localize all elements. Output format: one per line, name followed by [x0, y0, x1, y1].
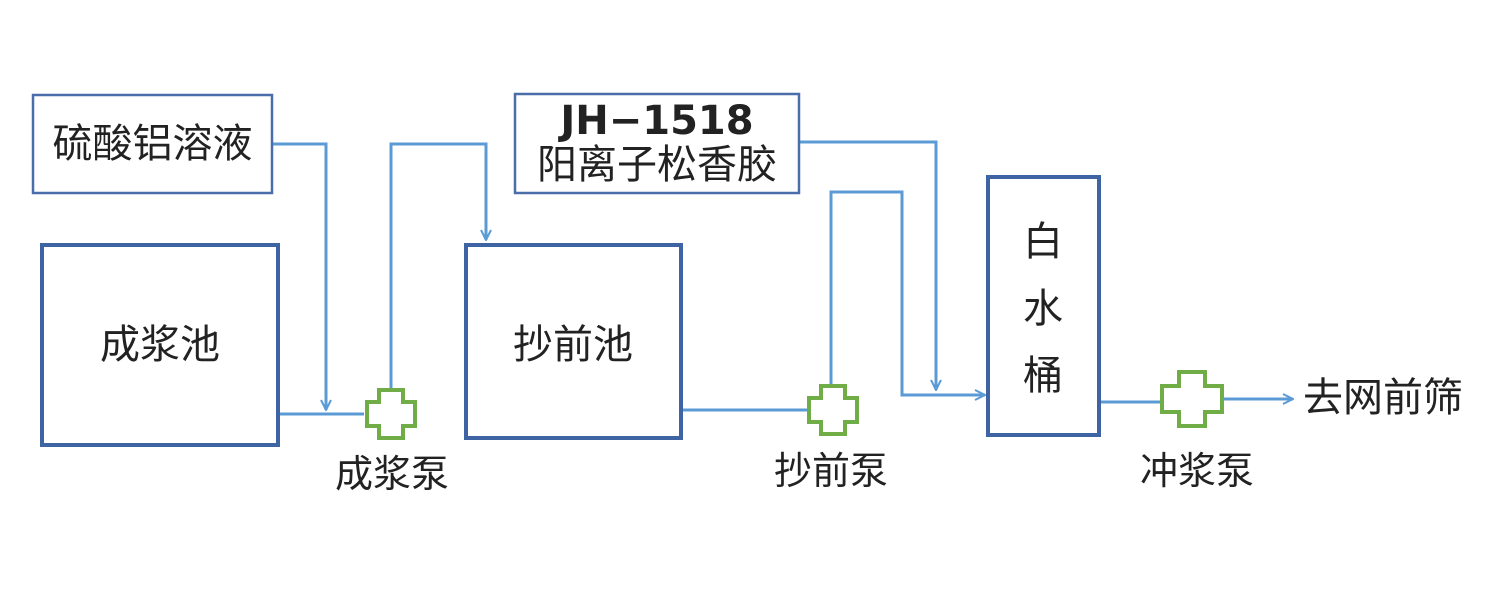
flow-lines — [272, 140, 1293, 416]
aluminum-sulfate-label: 硫酸铝溶液 — [53, 121, 253, 167]
pulp-pump-label: 成浆泵 — [335, 452, 449, 496]
pulp-pump-discharge-line — [389, 142, 486, 390]
pre-machine-tank-box — [464, 243, 683, 440]
aluminum-sulfate-box — [31, 93, 274, 195]
rosin-size-box — [513, 92, 801, 195]
pre-pump-discharge-line — [829, 190, 985, 395]
white-water-tank-label-3: 桶 — [1023, 353, 1063, 399]
alum-feed-line — [272, 142, 326, 410]
rosin-feed-line — [799, 140, 936, 390]
flush-pump-icon — [1160, 370, 1224, 428]
flush-pump-label: 冲浆泵 — [1140, 449, 1254, 493]
white-water-tank-label-1: 白 — [1023, 219, 1063, 265]
pre-machine-tank-label: 抄前池 — [513, 322, 633, 368]
rosin-size-code: JH−1518 — [557, 98, 753, 144]
white-water-tank-label-2: 水 — [1023, 286, 1063, 332]
pulp-pump-icon — [365, 388, 417, 440]
pre-machine-pump-label: 抄前泵 — [774, 449, 888, 493]
white-water-tank-box — [986, 175, 1101, 437]
destination-label: 去网前筛 — [1303, 375, 1463, 421]
pulp-tank-label: 成浆池 — [100, 322, 220, 368]
pre-machine-pump-icon — [807, 384, 859, 436]
rosin-size-name: 阳离子松香胶 — [537, 142, 777, 188]
pulp-tank-box — [40, 243, 280, 447]
